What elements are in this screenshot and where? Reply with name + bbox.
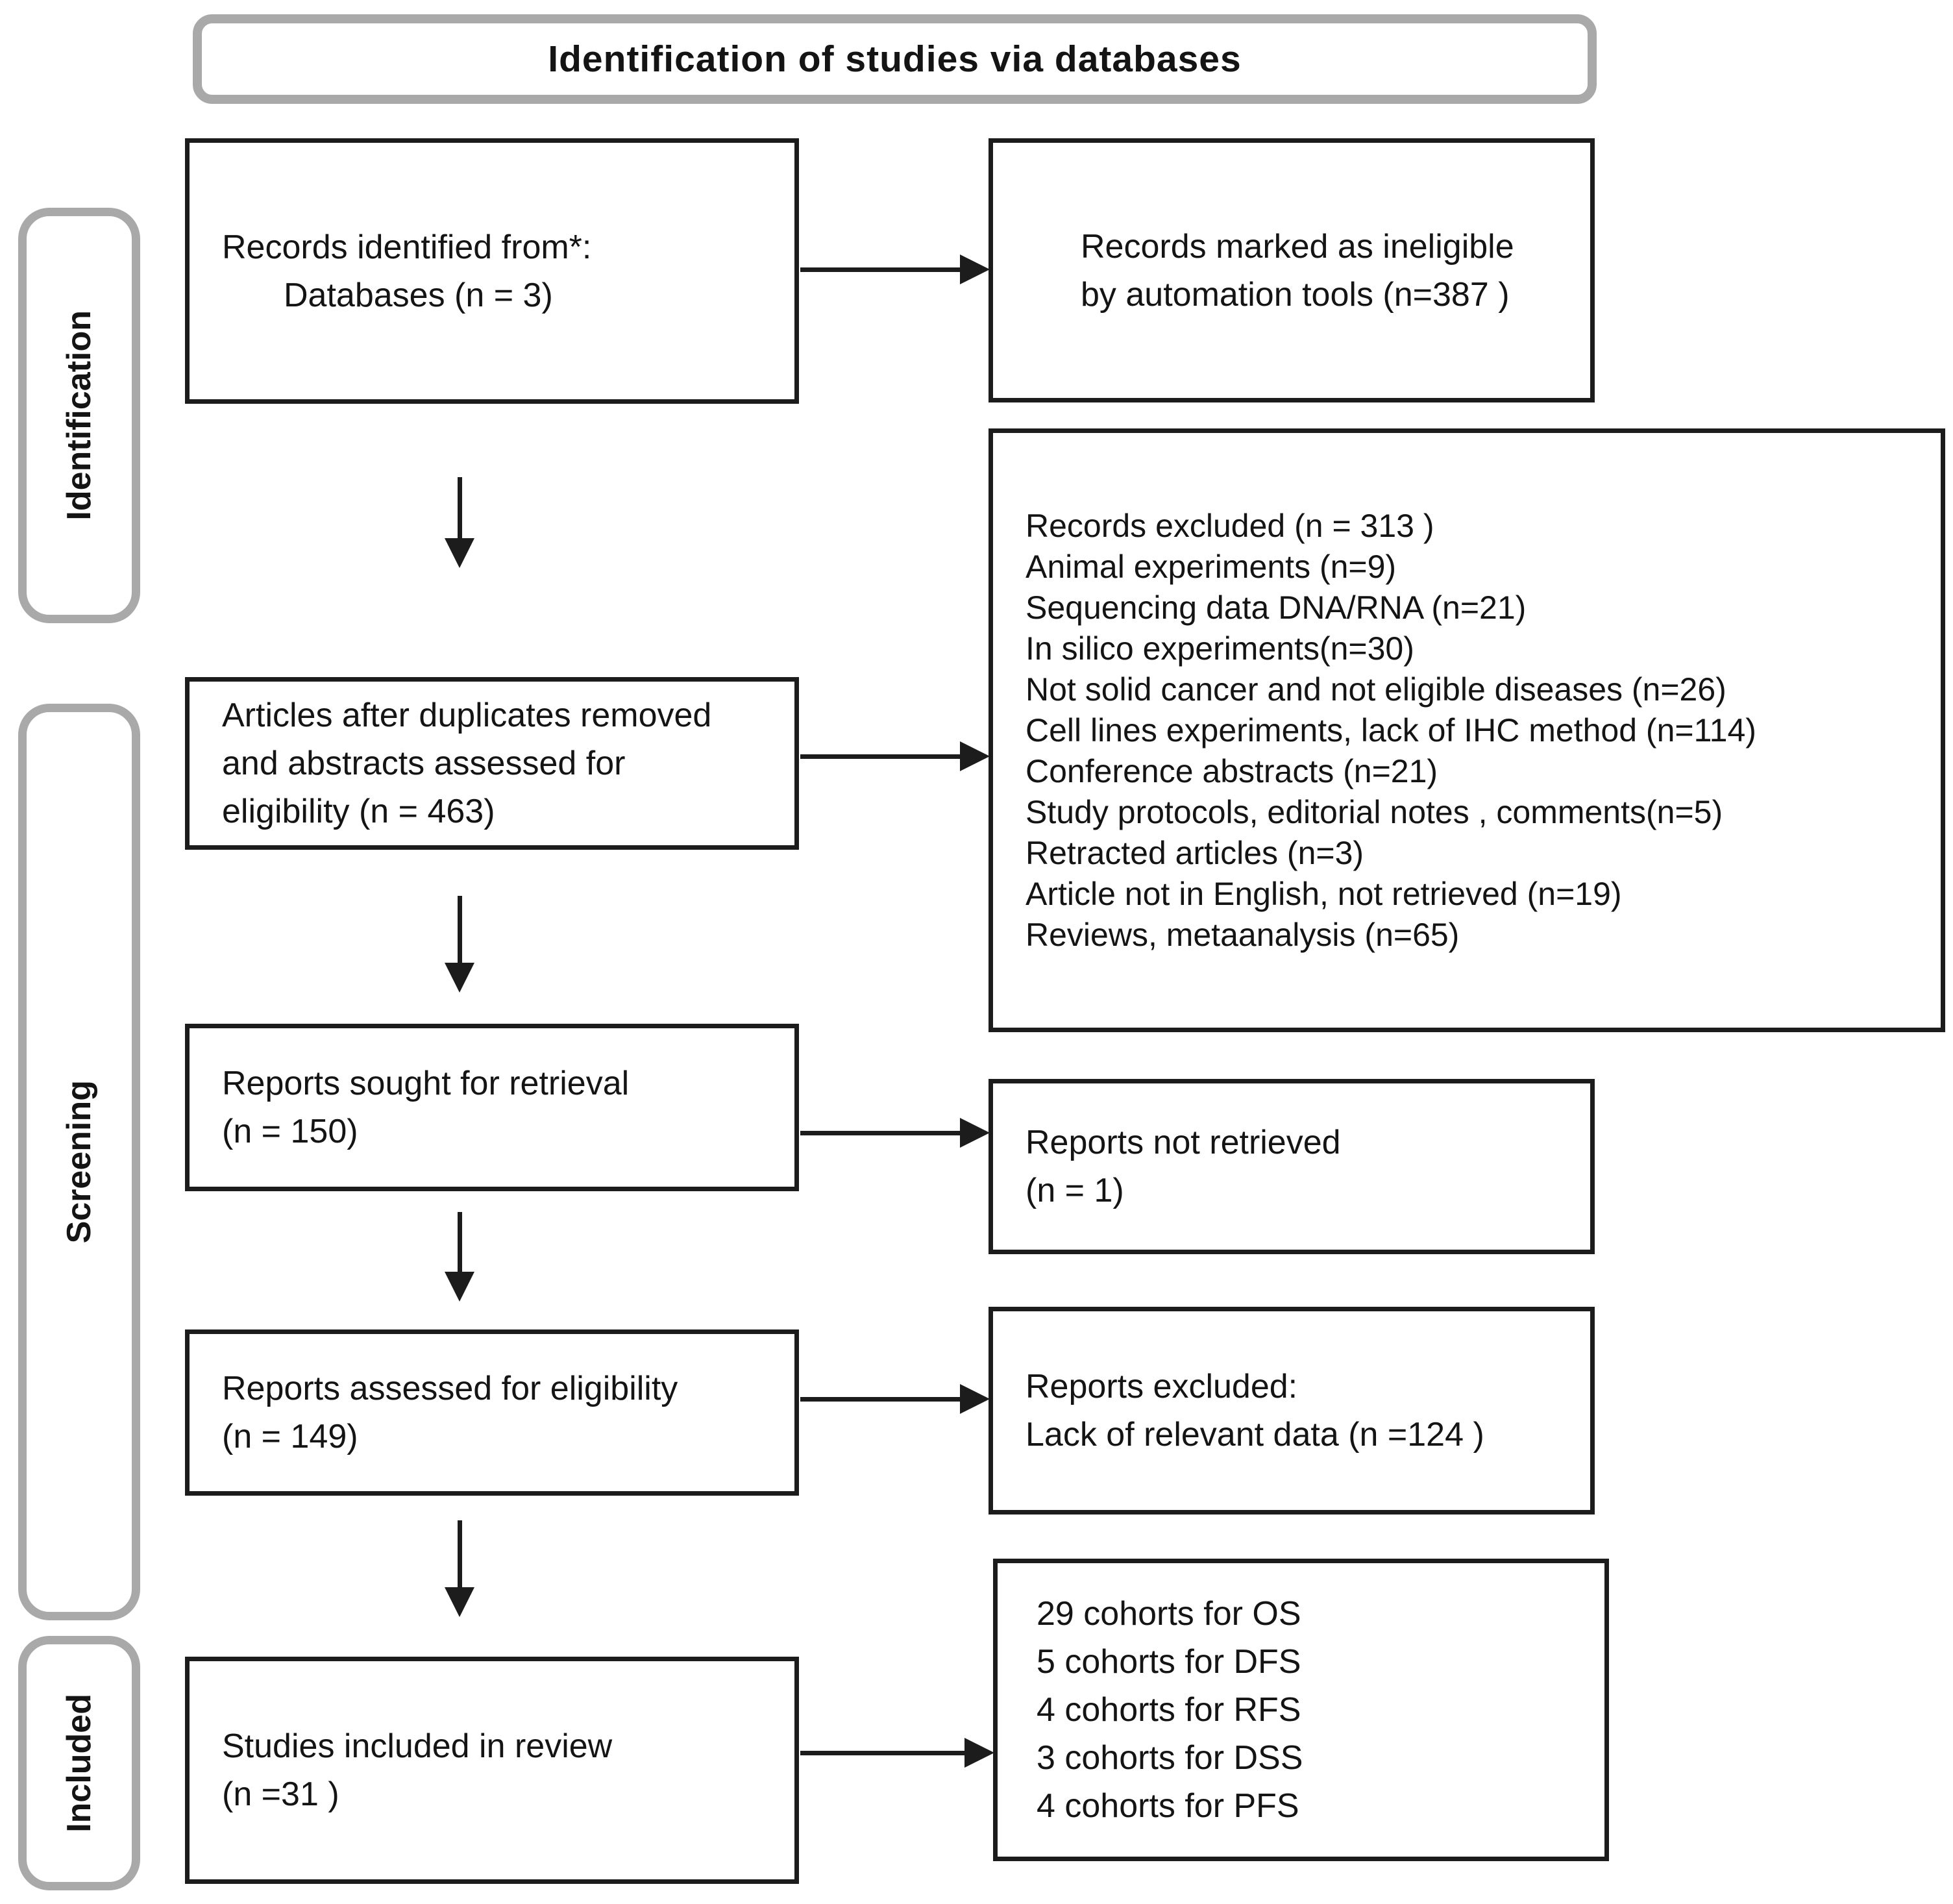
arrow-stem xyxy=(800,1397,960,1402)
box-line: Article not in English, not retrieved (n… xyxy=(1026,875,1622,912)
box-line: Records excluded (n = 313 ) xyxy=(1026,507,1434,544)
box-line: Reports assessed for eligibility xyxy=(222,1370,678,1407)
box-line: Reports sought for retrieval xyxy=(222,1065,630,1102)
box-records-identified: Records identified from*: Databases (n =… xyxy=(185,138,799,404)
box-line: Lack of relevant data (n =124 ) xyxy=(1026,1416,1484,1453)
box-reports-excluded: Reports excluded: Lack of relevant data … xyxy=(989,1307,1595,1515)
arrow-stem xyxy=(458,1212,462,1272)
arrow-head-icon xyxy=(960,1384,990,1414)
box-line: Records marked as ineligible xyxy=(1081,227,1514,266)
box-line: Conference abstracts (n=21) xyxy=(1026,752,1438,789)
arrow-head-icon xyxy=(960,741,990,771)
stage-label-identification-text: Identification xyxy=(60,310,98,521)
box-line: Not solid cancer and not eligible diseas… xyxy=(1026,671,1726,708)
box-line: 5 cohorts for DFS xyxy=(1037,1643,1301,1681)
box-line: Study protocols, editorial notes , comme… xyxy=(1026,793,1723,830)
box-included-cohorts: 29 cohorts for OS 5 cohorts for DFS 4 co… xyxy=(993,1559,1609,1861)
arrow-head-icon xyxy=(445,538,474,568)
stage-label-screening: Screening xyxy=(18,704,140,1620)
arrow-stem xyxy=(800,1751,964,1755)
stage-label-screening-text: Screening xyxy=(60,1080,98,1244)
arrow-stem xyxy=(800,267,960,272)
box-line: In silico experiments(n=30) xyxy=(1026,630,1414,667)
box-records-excluded: Records excluded (n = 313 ) Animal exper… xyxy=(989,428,1945,1032)
box-line: Cell lines experiments, lack of IHC meth… xyxy=(1026,711,1756,748)
box-line: Databases (n = 3) xyxy=(284,276,553,314)
arrow-stem xyxy=(458,896,462,963)
box-line: (n =31 ) xyxy=(222,1775,339,1813)
box-reports-sought: Reports sought for retrieval (n = 150) xyxy=(185,1024,799,1191)
stage-label-identification: Identification xyxy=(18,208,140,623)
box-line: (n = 150) xyxy=(222,1113,358,1150)
box-line: Articles after duplicates removed xyxy=(222,697,712,734)
stage-label-included-text: Included xyxy=(60,1694,98,1833)
box-line: (n = 1) xyxy=(1026,1172,1124,1209)
box-reports-not-retrieved: Reports not retrieved (n = 1) xyxy=(989,1079,1595,1254)
box-line: by automation tools (n=387 ) xyxy=(1081,275,1510,314)
box-line: Retracted articles (n=3) xyxy=(1026,834,1364,871)
box-reports-assessed: Reports assessed for eligibility (n = 14… xyxy=(185,1329,799,1496)
box-line: and abstracts assessed for xyxy=(222,745,626,782)
arrow-stem xyxy=(458,1520,462,1587)
box-line: Animal experiments (n=9) xyxy=(1026,548,1397,585)
box-line: eligibility (n = 463) xyxy=(222,793,495,830)
box-articles-after-duplicates: Articles after duplicates removed and ab… xyxy=(185,677,799,850)
box-line: Studies included in review xyxy=(222,1727,613,1765)
box-line: 4 cohorts for RFS xyxy=(1037,1691,1301,1729)
arrow-head-icon xyxy=(964,1738,994,1768)
box-line: 4 cohorts for PFS xyxy=(1037,1787,1299,1825)
box-line: Sequencing data DNA/RNA (n=21) xyxy=(1026,589,1527,626)
box-line: 29 cohorts for OS xyxy=(1037,1595,1301,1633)
box-line: 3 cohorts for DSS xyxy=(1037,1739,1303,1777)
arrow-stem xyxy=(800,754,960,759)
box-records-ineligible: Records marked as ineligible by automati… xyxy=(989,138,1595,402)
arrow-head-icon xyxy=(445,1272,474,1302)
diagram-title-frame: Identification of studies via databases xyxy=(193,14,1597,104)
arrow-head-icon xyxy=(445,963,474,993)
box-line: Records identified from*: xyxy=(222,228,592,266)
box-line: Reports excluded: xyxy=(1026,1368,1298,1405)
arrow-stem xyxy=(458,477,462,538)
arrow-head-icon xyxy=(960,254,990,284)
stage-label-included: Included xyxy=(18,1636,140,1890)
box-studies-included: Studies included in review (n =31 ) xyxy=(185,1657,799,1884)
box-line: (n = 149) xyxy=(222,1418,358,1455)
box-line: Reviews, metaanalysis (n=65) xyxy=(1026,916,1460,953)
box-line: Reports not retrieved xyxy=(1026,1124,1341,1161)
arrow-head-icon xyxy=(960,1118,990,1148)
arrow-head-icon xyxy=(445,1587,474,1617)
arrow-stem xyxy=(800,1131,960,1135)
diagram-title: Identification of studies via databases xyxy=(548,38,1242,80)
